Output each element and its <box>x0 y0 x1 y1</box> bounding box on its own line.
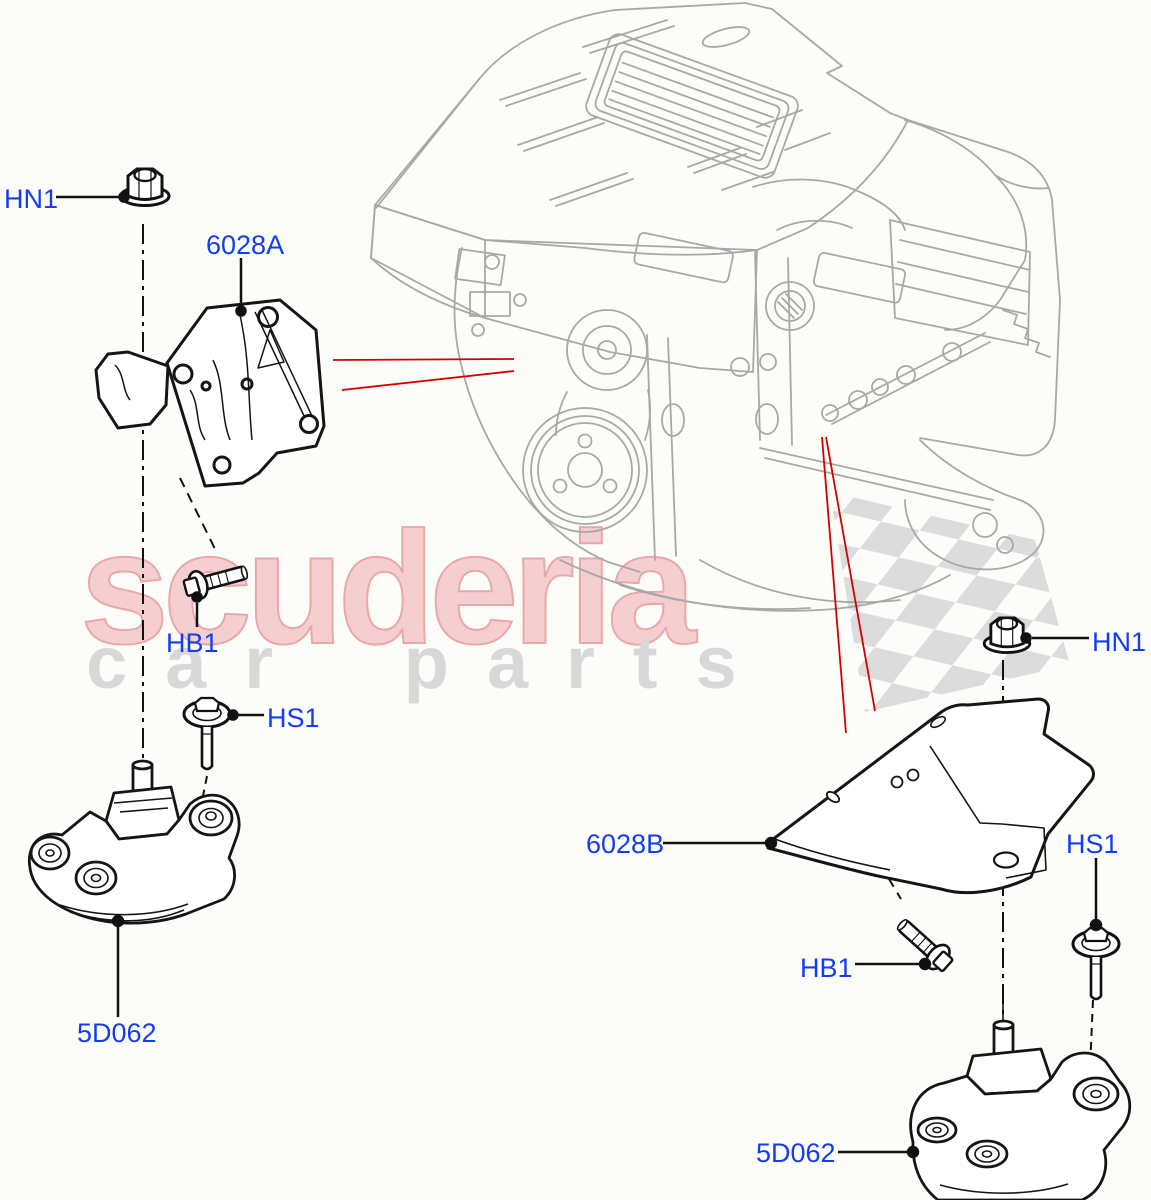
checkered-flag-watermark <box>830 492 1070 712</box>
watermark-subtitle: car parts <box>86 621 775 704</box>
part-label-5d062-left[interactable]: 5D062 <box>77 1018 157 1048</box>
engine-mount-bracket-6028A <box>94 298 326 488</box>
red-callout-lines <box>332 358 876 734</box>
part-label-6028a[interactable]: 6028A <box>206 230 285 260</box>
part-label-5d062-right[interactable]: 5D062 <box>756 1138 836 1168</box>
isolator-stud-HS1-left <box>182 696 232 771</box>
leader-lines <box>56 191 1103 1159</box>
engine-mount-bracket-6028B <box>766 697 1095 895</box>
part-label-hb1-left[interactable]: HB1 <box>166 628 219 658</box>
engine-mount-5D062-left <box>27 759 241 925</box>
engine-mount-5D062-right <box>909 1019 1132 1200</box>
part-label-hb1-right[interactable]: HB1 <box>800 953 853 983</box>
isolator-stud-HS1-right <box>1071 926 1121 1001</box>
part-label-6028b[interactable]: 6028B <box>586 829 665 859</box>
part-label-hs1-right[interactable]: HS1 <box>1066 829 1119 859</box>
engine-illustration <box>370 2 1061 612</box>
part-label-hn1-left[interactable]: HN1 <box>4 184 59 214</box>
part-label-hn1-right[interactable]: HN1 <box>1092 627 1147 657</box>
watermark-brand: scuderia <box>79 498 697 677</box>
part-label-hs1-left[interactable]: HS1 <box>267 703 320 733</box>
